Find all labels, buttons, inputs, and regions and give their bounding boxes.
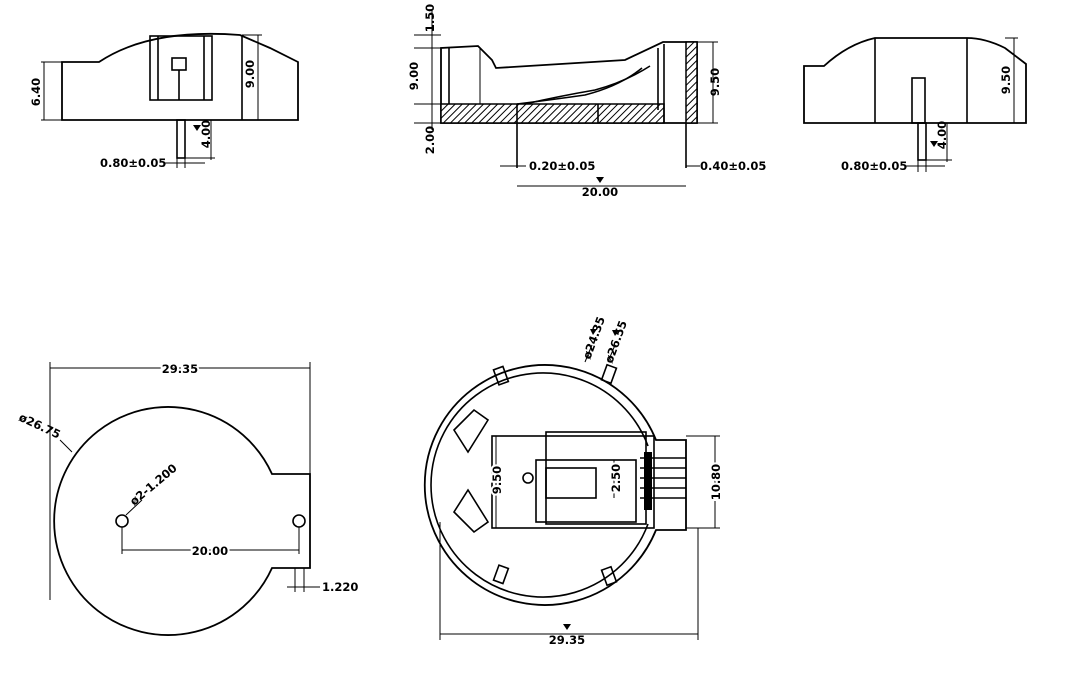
side-left-body — [61, 32, 299, 121]
dim-1-50: 1.50 — [423, 4, 437, 32]
footprint-outline — [53, 406, 311, 636]
dim-9-50-front: 9.50 — [708, 68, 722, 96]
side-view-left: 6.40 9.00 4.00 0.80±0.05 — [29, 32, 299, 170]
dim-2-00: 2.00 — [423, 126, 437, 154]
top-view: ø24.35 ø26.55 9.50 2.50 10.80 29.35 — [423, 315, 725, 647]
footprint-view: 29.35 ø26.75 ø2-1.200 20.00 1.220 — [17, 360, 358, 636]
side-view-right: 9.50 4.00 0.80±0.05 — [803, 37, 1027, 173]
dim-20-00-front: 20.00 — [582, 185, 618, 199]
side-right-pin — [917, 122, 927, 161]
dim-9-50-right: 9.50 — [999, 66, 1013, 94]
dim-29-35-top: 29.35 — [549, 633, 585, 647]
dim-6-40: 6.40 — [29, 78, 43, 106]
dim-0-80-right: 0.80±0.05 — [841, 159, 907, 173]
dim-0-20: 0.20±0.05 — [529, 159, 595, 173]
dim-4-00-right: 4.00 — [935, 121, 949, 149]
dim-9-00-front: 9.00 — [407, 62, 421, 90]
dim-0-40: 0.40±0.05 — [700, 159, 766, 173]
dim-9-50-top: 9.50 — [490, 466, 504, 494]
dim-26-55: ø26.55 — [602, 319, 630, 365]
front-view: 1.50 9.00 2.00 9.50 0.20±0.05 0.40±0.05 … — [407, 4, 766, 199]
side-right-body — [803, 37, 1027, 124]
dim-0-80-left: 0.80±0.05 — [100, 156, 166, 170]
dim-9-00-left: 9.00 — [243, 60, 257, 88]
top-outline — [423, 364, 687, 606]
side-left-contact — [149, 35, 213, 101]
top-contact-block — [491, 435, 655, 529]
dim-10-80: 10.80 — [709, 464, 723, 500]
dim-29-35-footprint: 29.35 — [162, 362, 198, 376]
dim-2-50: 2.50 — [609, 464, 623, 492]
dim-1-220: 1.220 — [322, 580, 358, 594]
front-base — [440, 103, 665, 124]
dim-26-75: ø26.75 — [17, 410, 63, 441]
dim-4-00-left: 4.00 — [199, 120, 213, 148]
side-left-pin — [176, 119, 186, 159]
dim-20-00-footprint: 20.00 — [192, 544, 228, 558]
